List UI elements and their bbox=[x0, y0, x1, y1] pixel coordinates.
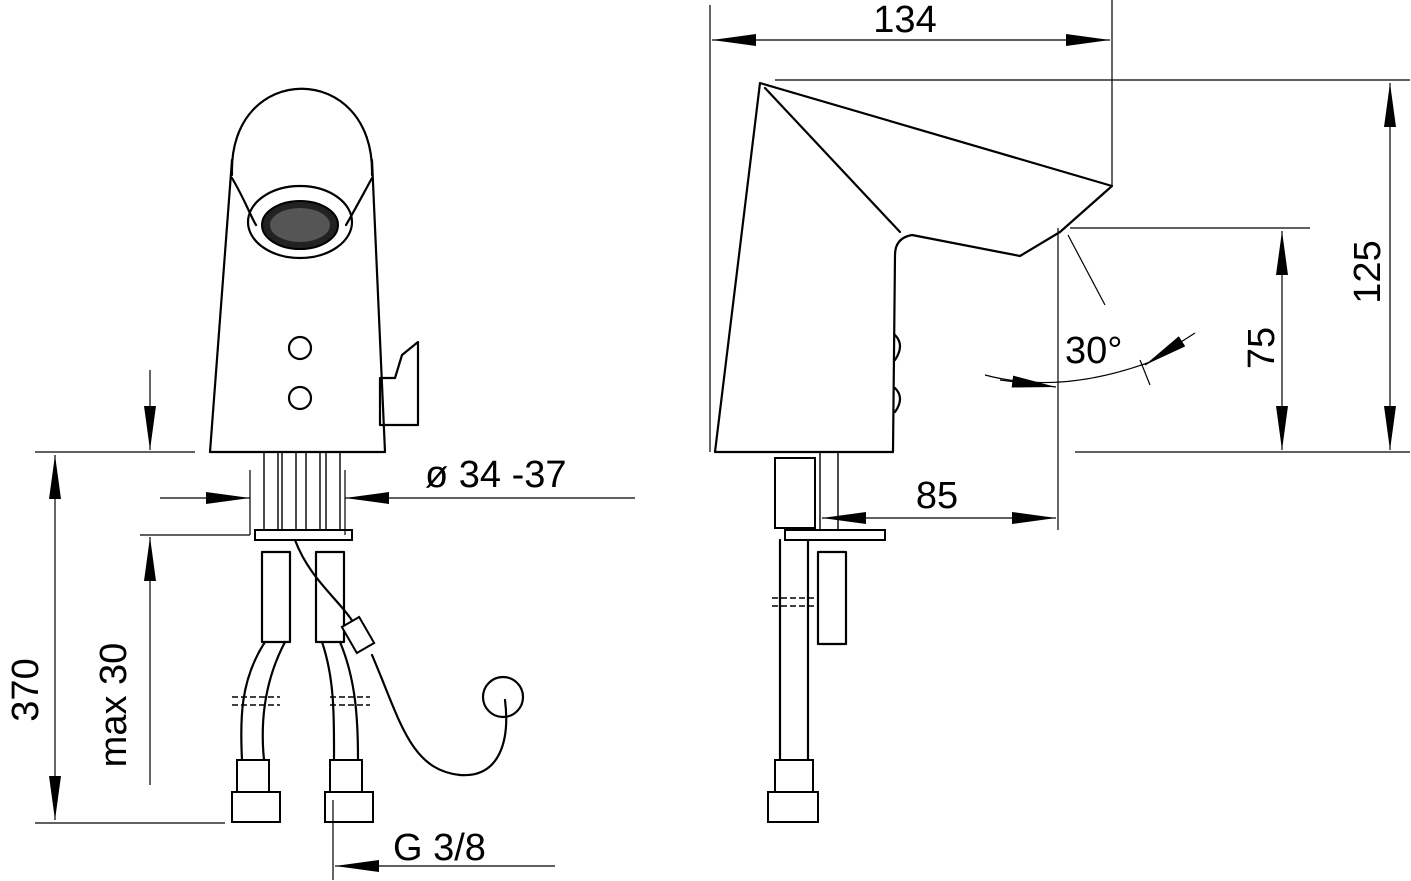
front-view: 370 max 30 ø 34 -37 G 3/8 bbox=[5, 87, 635, 880]
dim-370: 370 bbox=[5, 658, 47, 721]
lever bbox=[378, 340, 420, 427]
sensor-icon bbox=[287, 335, 313, 361]
dim-thread: G 3/8 bbox=[393, 827, 486, 869]
sensor-icon bbox=[287, 385, 313, 411]
side-view: 134 125 75 30° 85 bbox=[709, 0, 1410, 823]
dim-angle: 30° bbox=[1065, 330, 1122, 372]
dim-75: 75 bbox=[1241, 327, 1283, 369]
faucet-body-side bbox=[713, 81, 1114, 454]
supply-hoses-side bbox=[767, 451, 886, 823]
dim-hole-diameter: ø 34 -37 bbox=[425, 454, 567, 496]
faucet-body-front bbox=[208, 87, 420, 454]
dimension-lines-front bbox=[35, 370, 635, 880]
dim-85: 85 bbox=[916, 475, 958, 517]
dim-134: 134 bbox=[873, 0, 936, 41]
dim-125: 125 bbox=[1347, 240, 1389, 303]
dimension-lines-side bbox=[709, 0, 1410, 530]
dim-max-30: max 30 bbox=[93, 643, 135, 768]
supply-hoses-front bbox=[231, 451, 525, 823]
